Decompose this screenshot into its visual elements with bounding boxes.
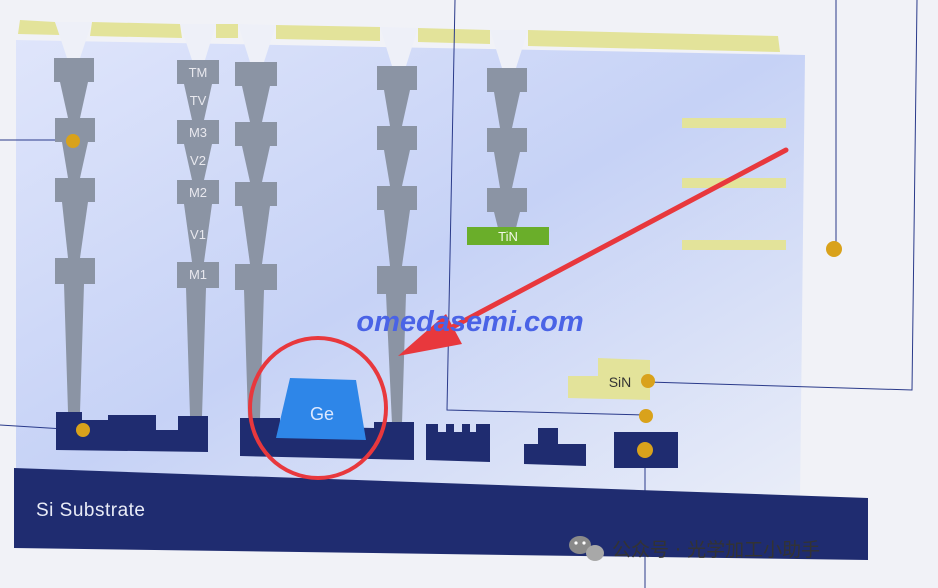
footer-text: 公众号 · 光学加工小助手 <box>612 539 820 561</box>
si-substrate <box>14 468 868 560</box>
top-passivation-layer <box>18 20 780 52</box>
highlight-arrow <box>398 147 789 356</box>
sin-waveguide-bars <box>682 118 786 250</box>
metal-stack-3 <box>235 62 277 418</box>
label-v1: V1 <box>190 227 206 242</box>
label-m3: M3 <box>189 125 207 140</box>
sin-block <box>568 358 650 400</box>
label-si-substrate: Si Substrate <box>36 500 146 521</box>
wechat-icon <box>569 536 604 561</box>
label-ge: Ge <box>310 404 334 424</box>
metal-stack-4 <box>377 66 417 424</box>
label-tm: TM <box>189 65 208 80</box>
contact-dots <box>66 134 842 458</box>
metal-stack-2 <box>177 60 219 416</box>
metal-stack-1 <box>54 58 95 412</box>
footer-credit: 公众号 · 光学加工小助手 <box>569 536 820 561</box>
trench-openings <box>55 22 528 68</box>
label-sin: SiN <box>609 374 632 390</box>
metal-stack-5 <box>487 68 527 228</box>
tin-heater <box>467 227 549 245</box>
label-m2: M2 <box>189 185 207 200</box>
label-tv: TV <box>190 93 207 108</box>
label-tin: TiN <box>498 229 518 244</box>
highlight-circle <box>248 336 388 480</box>
label-v2: V2 <box>190 153 206 168</box>
metal-layer-labels: TM TV M3 V2 M2 V1 M1 <box>189 65 208 282</box>
ge-photodetector <box>276 378 366 440</box>
label-m1: M1 <box>189 267 207 282</box>
watermark-text: omedasemi.com <box>356 306 583 338</box>
